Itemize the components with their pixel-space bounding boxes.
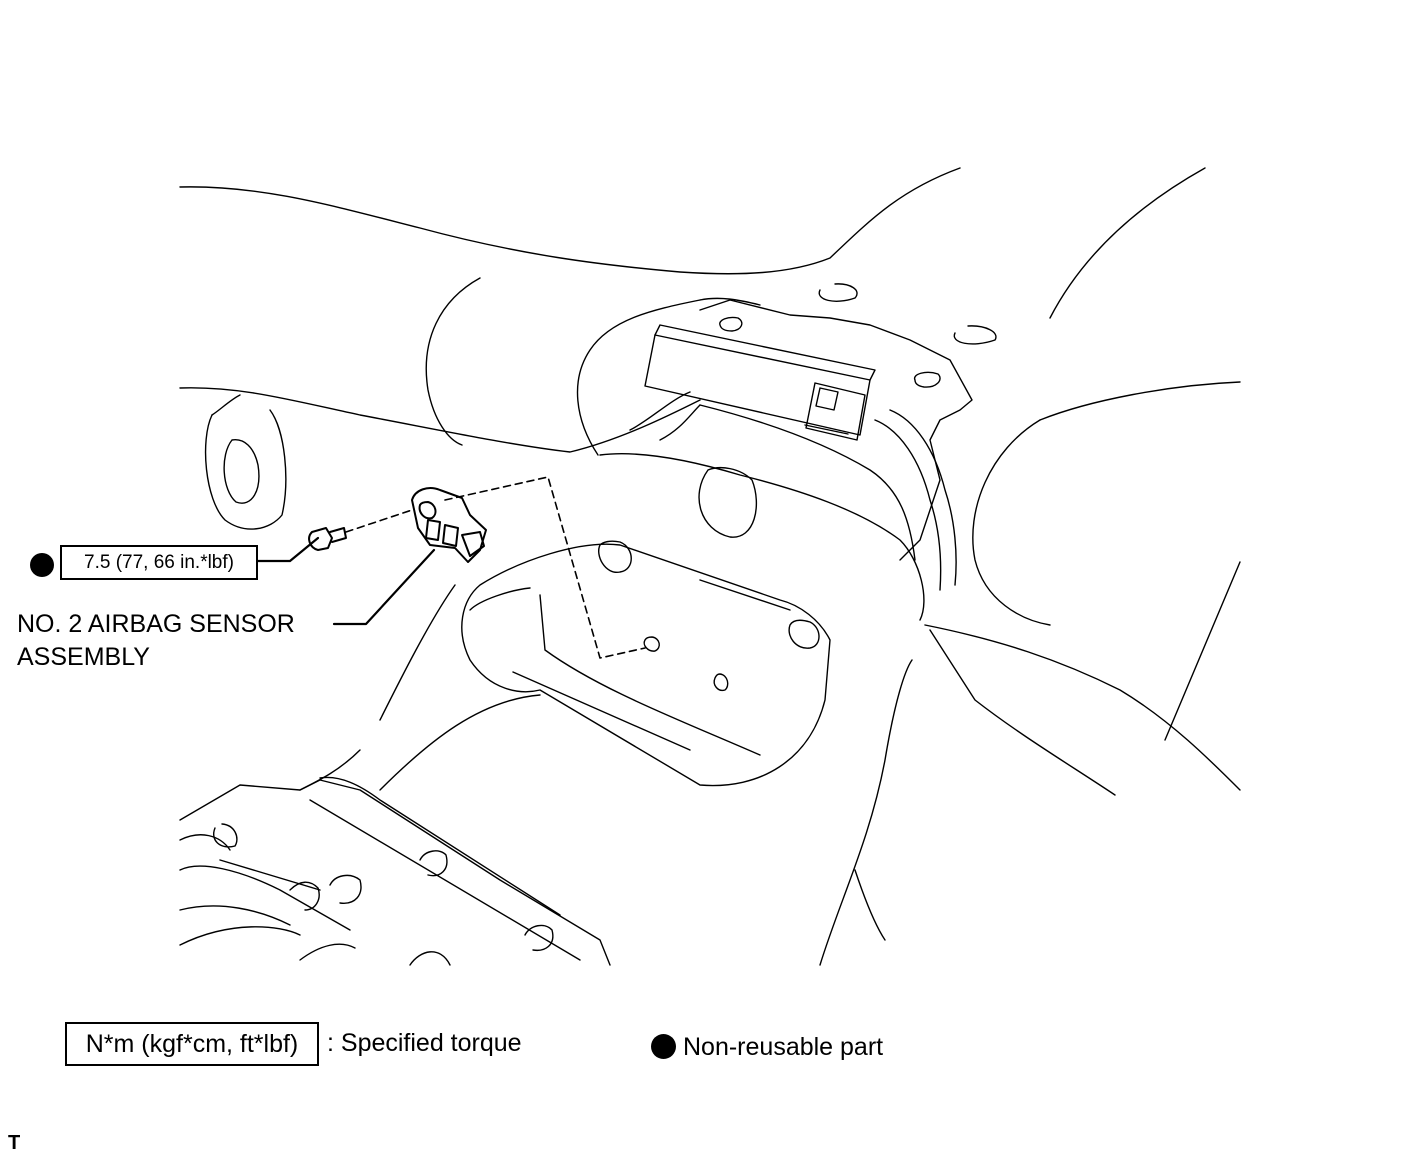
legend-torque-box: N*m (kgf*cm, ft*lbf) [65,1022,319,1066]
illustration-code: T [8,1132,21,1154]
installation-guide-lines [345,476,646,659]
airbag-sensor-assembly [411,487,487,563]
legend-nonreusable-desc: Non-reusable part [683,1033,884,1061]
upper-body-frame [179,167,1206,530]
connector-bracket [629,299,973,591]
sensor-mount-plate [461,540,831,787]
legend-nonreusable-dot [651,1034,676,1059]
legend-torque-units: N*m (kgf*cm, ft*lbf) [85,1029,299,1058]
leader-lines [256,536,436,626]
mid-panel [599,381,1241,796]
part-name-line1: NO. 2 AIRBAG SENSOR [17,610,295,638]
legend-torque-desc: : Specified torque [327,1029,522,1057]
torque-value-box: 7.5 (77, 66 in.*lbf) [60,545,258,580]
part-name-line2: ASSEMBLY [17,643,150,671]
torque-value-label: 7.5 (77, 66 in.*lbf) [84,551,234,573]
bolt [308,527,347,551]
nonreusable-marker-dot [30,553,54,577]
lower-seat-frame [179,584,913,966]
